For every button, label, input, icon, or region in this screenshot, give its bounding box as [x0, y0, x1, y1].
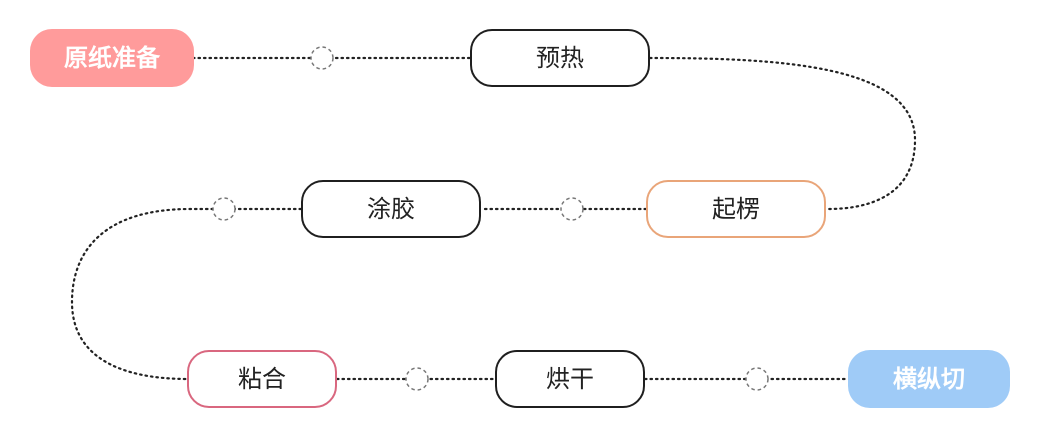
- step-label: 涂胶: [367, 195, 415, 223]
- midpoint-markers: [212, 46, 769, 391]
- midpoint-marker-2: [560, 197, 584, 221]
- step-label: 粘合: [238, 365, 286, 393]
- connector-2-3: [648, 56, 917, 211]
- step-drying: 烘干: [495, 350, 645, 408]
- midpoint-marker-5: [745, 367, 769, 391]
- midpoint-marker-3: [212, 197, 236, 221]
- step-preheat: 预热: [470, 29, 650, 87]
- step-label: 烘干: [546, 365, 594, 393]
- step-laminating: 粘合: [187, 350, 337, 408]
- step-label: 起楞: [712, 195, 760, 223]
- step-slitting-cutting: 横纵切: [848, 350, 1010, 408]
- midpoint-marker-4: [405, 367, 429, 391]
- connector-4-5: [70, 207, 303, 381]
- midpoint-marker-1: [310, 46, 334, 70]
- step-gluing: 涂胶: [301, 180, 481, 238]
- step-label: 原纸准备: [64, 44, 160, 72]
- step-corrugating: 起楞: [646, 180, 826, 238]
- step-label: 预热: [536, 44, 584, 72]
- step-paper-preparation: 原纸准备: [30, 29, 194, 87]
- step-label: 横纵切: [893, 365, 965, 393]
